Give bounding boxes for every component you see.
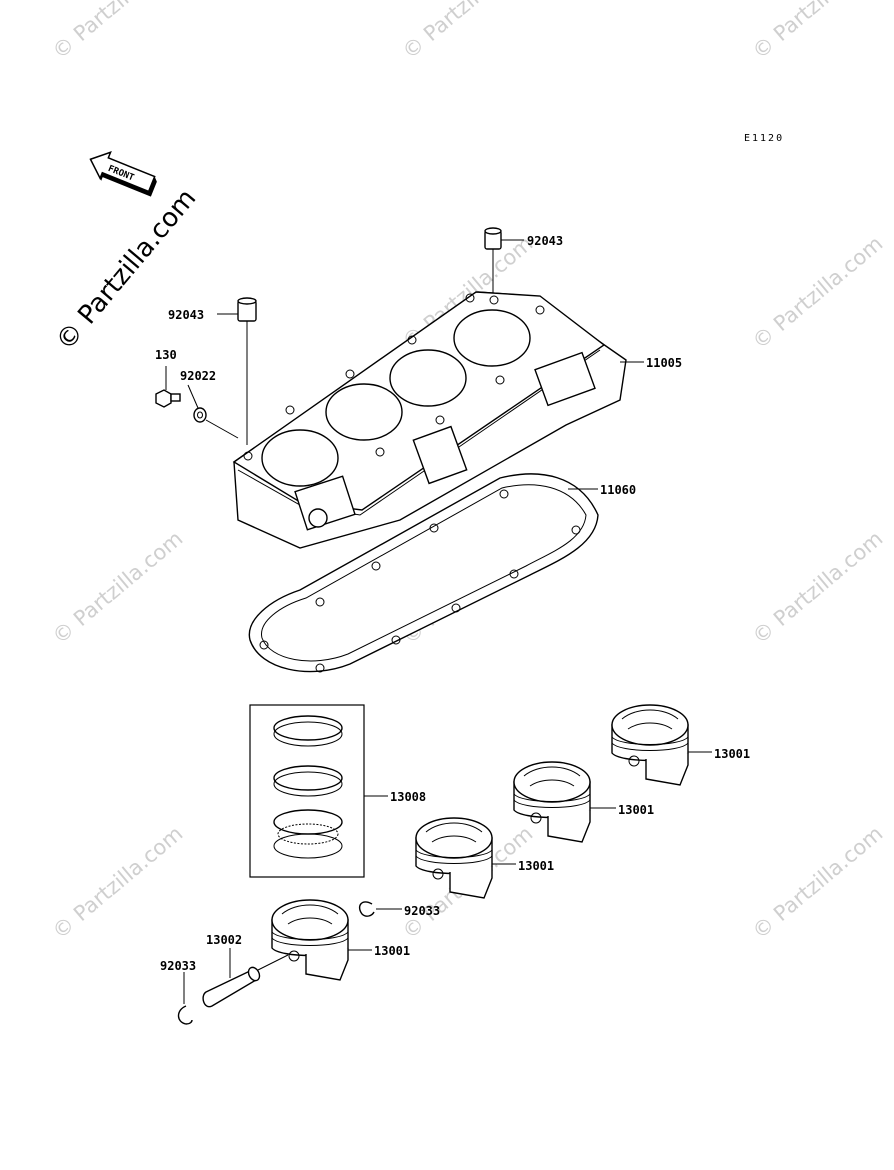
part-label-13001-b: 13001 — [618, 803, 654, 817]
piston-icon — [513, 761, 616, 843]
part-label-92033-left: 92033 — [160, 959, 196, 973]
dowel-pin-left-icon — [217, 297, 257, 445]
part-label-13002: 13002 — [206, 933, 242, 947]
cylinder-gasket-icon — [248, 473, 599, 673]
part-label-13001-d: 13001 — [374, 944, 410, 958]
part-label-13001-c: 13001 — [518, 859, 554, 873]
washer-icon — [187, 384, 239, 439]
piston-icon — [415, 817, 516, 899]
cylinder-block-icon — [232, 291, 644, 549]
watermark: © Partzilla.com — [748, 526, 888, 649]
piston-ring-set-icon — [249, 704, 388, 878]
part-label-92043-left: 92043 — [168, 308, 204, 322]
watermark: © Partzilla.com — [48, 526, 188, 649]
watermark: © Partzilla.com — [398, 0, 538, 64]
bolt-icon — [155, 366, 181, 408]
circlip-left-icon — [177, 972, 193, 1025]
watermark-main: © Partzilla.com — [50, 184, 202, 357]
watermark: © Partzilla.com — [748, 231, 888, 354]
watermark: © Partzilla.com — [48, 0, 188, 64]
front-arrow-icon: FRONT — [89, 151, 157, 197]
part-label-92022: 92022 — [180, 369, 216, 383]
part-label-13008: 13008 — [390, 790, 426, 804]
circlip-right-icon — [358, 901, 402, 917]
watermark: © Partzilla.com — [748, 821, 888, 944]
dowel-pin-top-icon — [484, 227, 524, 297]
diagram-code: E1120 — [744, 133, 784, 144]
watermark: © Partzilla.com — [48, 821, 188, 944]
part-label-13001-a: 13001 — [714, 747, 750, 761]
watermark: © Partzilla.com — [748, 0, 888, 64]
part-label-92043-top: 92043 — [527, 234, 563, 248]
part-label-130: 130 — [155, 348, 177, 362]
piston-icon — [271, 899, 372, 981]
part-label-11005: 11005 — [646, 356, 682, 370]
piston-pin-icon — [202, 948, 289, 1008]
part-label-92033-right: 92033 — [404, 904, 440, 918]
part-label-11060: 11060 — [600, 483, 636, 497]
piston-icon — [611, 704, 712, 786]
